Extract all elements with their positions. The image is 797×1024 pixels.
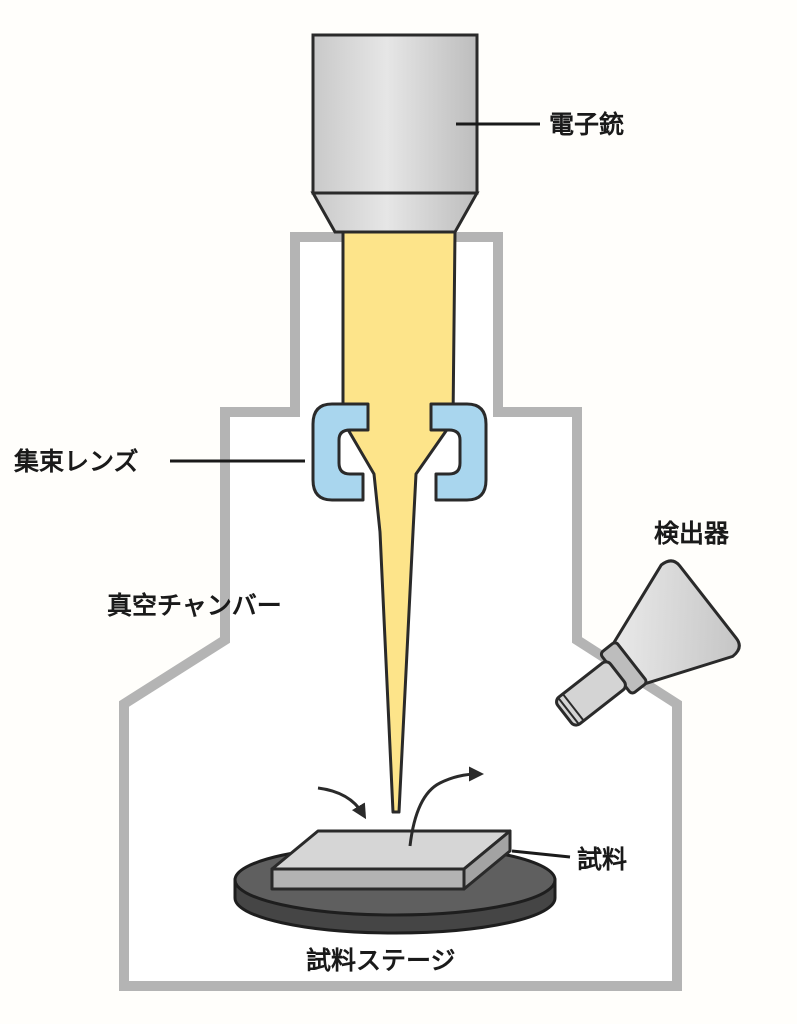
lens-left [311,402,370,502]
leader-sample [511,849,571,859]
label-sample: 試料 [577,845,628,874]
lens-right [429,402,488,502]
detector [555,559,741,727]
electron-gun [310,33,480,234]
label-condenser-lens: 集束レンズ [14,447,139,476]
sample-block [270,829,512,891]
electron-beam [341,230,457,814]
label-detector: 検出器 [654,519,730,548]
condenser-lens [311,402,488,502]
label-electron-gun: 電子銃 [549,110,625,139]
label-vacuum-chamber: 真空チャンバー [107,591,282,620]
incident-arrow [317,786,367,820]
emitted-arrow [408,766,484,847]
label-sample-stage: 試料ステージ [306,946,456,975]
